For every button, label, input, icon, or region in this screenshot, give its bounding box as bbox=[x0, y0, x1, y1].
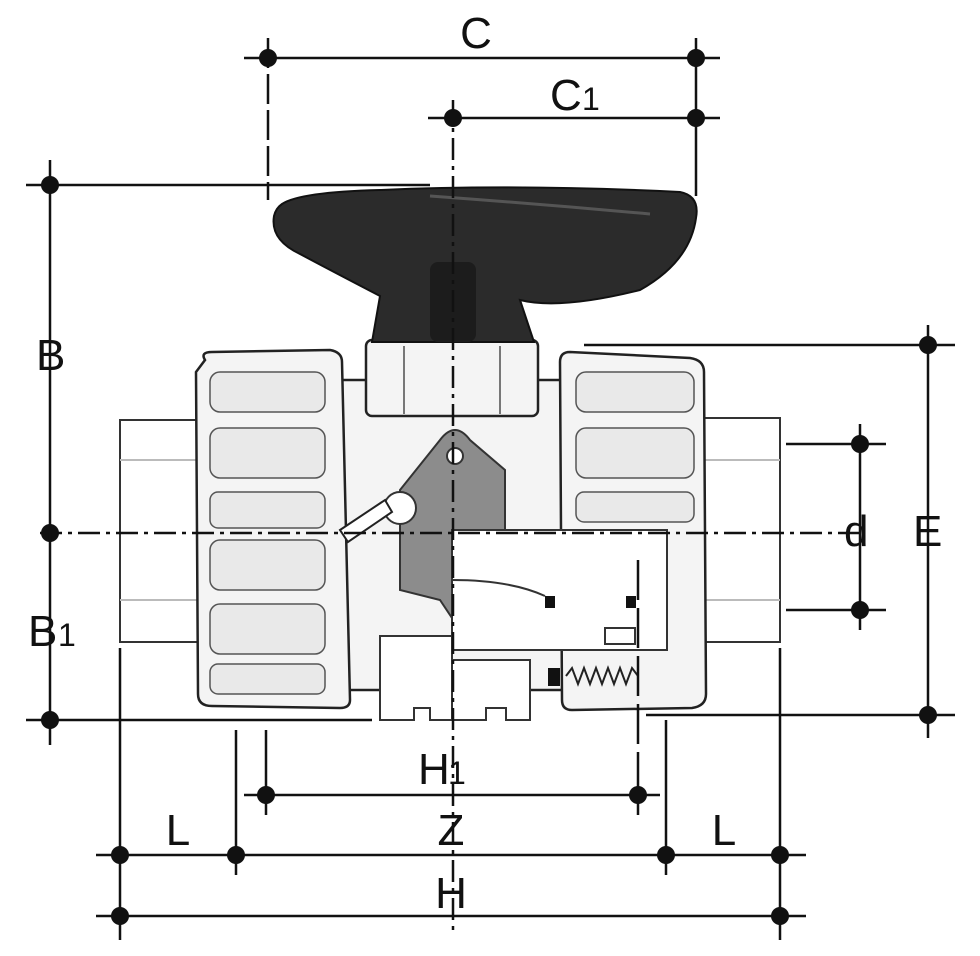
label-E: E bbox=[913, 507, 942, 556]
label-d: d bbox=[844, 507, 868, 556]
label-C1-main: C bbox=[550, 71, 582, 120]
left-pipe-socket bbox=[119, 419, 201, 643]
dimension-H: H bbox=[96, 869, 806, 925]
label-C1-sub: 1 bbox=[582, 81, 600, 117]
dimension-E: E bbox=[584, 325, 955, 738]
dimension-C1: C 1 bbox=[428, 71, 720, 127]
dimension-d: d bbox=[786, 424, 886, 630]
right-pipe-socket bbox=[699, 417, 781, 643]
dimension-C: C bbox=[244, 9, 720, 200]
spring bbox=[565, 665, 639, 687]
right-nut-ribs bbox=[575, 371, 695, 523]
label-H: H bbox=[435, 869, 467, 918]
label-C: C bbox=[460, 9, 492, 58]
label-H1-main: H bbox=[418, 745, 450, 794]
label-L-left: L bbox=[166, 806, 190, 855]
lower-body-block bbox=[379, 635, 453, 721]
valve-illustration bbox=[119, 186, 781, 721]
label-Z: Z bbox=[438, 806, 465, 855]
dimension-L-Z-L: L Z L bbox=[96, 806, 806, 864]
label-L-right: L bbox=[712, 806, 736, 855]
label-B1-main: B bbox=[28, 607, 57, 656]
label-B1-sub: 1 bbox=[58, 617, 76, 653]
label-B: B bbox=[36, 331, 65, 380]
left-nut-ribs bbox=[209, 371, 326, 695]
dimension-B1: B 1 bbox=[26, 533, 372, 745]
dimension-H1: H 1 bbox=[244, 745, 660, 804]
dimension-B: B bbox=[26, 160, 430, 542]
valve-handle bbox=[272, 186, 698, 343]
label-H1-sub: 1 bbox=[448, 755, 466, 791]
